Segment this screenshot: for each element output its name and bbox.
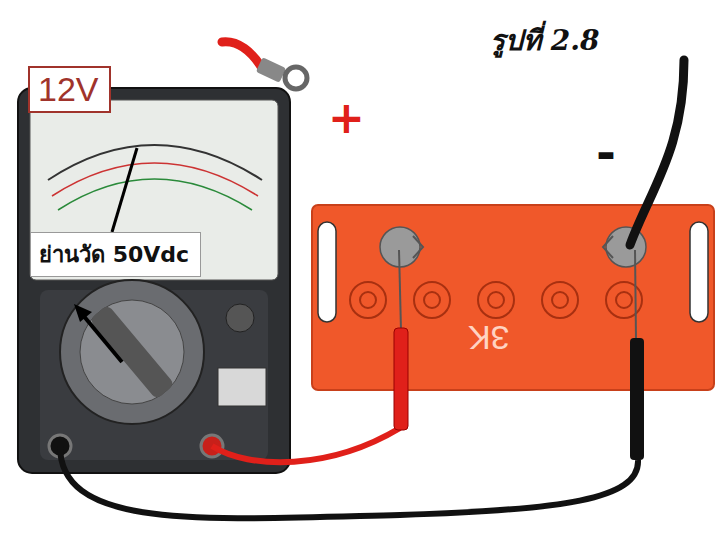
red-probe bbox=[212, 250, 408, 462]
positive-sign: + bbox=[328, 92, 365, 143]
multimeter bbox=[18, 88, 290, 473]
node-text: 12V bbox=[38, 70, 101, 109]
value-box: 12V bbox=[28, 66, 111, 113]
battery-marking: 3K bbox=[468, 318, 510, 357]
positive-cable bbox=[222, 42, 307, 89]
battery bbox=[312, 205, 714, 390]
node-text: ย่านวัด 50Vdc bbox=[39, 237, 192, 272]
black-probe bbox=[60, 250, 644, 518]
range-box: ย่านวัด 50Vdc bbox=[30, 232, 201, 277]
negative-sign: - bbox=[596, 128, 616, 176]
negative-cable bbox=[630, 60, 684, 245]
figure-title: รูปที่ 2.8 bbox=[490, 18, 599, 62]
